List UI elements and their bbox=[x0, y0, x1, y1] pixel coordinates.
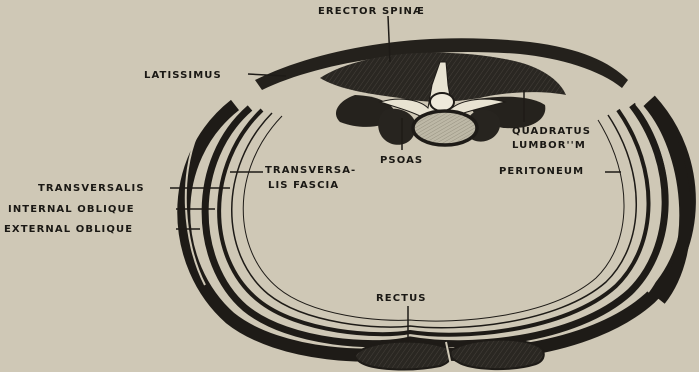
quadratus-label-line1: QUADRATUS bbox=[512, 126, 591, 137]
rectus-muscle-right bbox=[450, 340, 543, 369]
rectus-label: RECTUS bbox=[376, 293, 427, 304]
peritoneum-label: PERITONEUM bbox=[499, 166, 584, 177]
quadratus-label-line2: LUMBOR''M bbox=[512, 140, 586, 151]
psoas-label: PSOAS bbox=[380, 155, 423, 166]
vertebral-body bbox=[413, 111, 477, 145]
external-oblique-label: EXTERNAL OBLIQUE bbox=[4, 224, 133, 235]
rectus-muscle-left bbox=[355, 342, 452, 370]
latissimus-label: LATISSIMUS bbox=[144, 70, 222, 81]
transversalis-fascia-label-line1: TRANSVERSA- bbox=[265, 165, 356, 176]
vertebral-canal bbox=[430, 93, 454, 111]
erector-spinae-label: ERECTOR SPINÆ bbox=[318, 6, 425, 17]
transversalis-fascia-label-line2: LIS FASCIA bbox=[268, 180, 339, 191]
internal-oblique-label: INTERNAL OBLIQUE bbox=[8, 204, 135, 215]
transversalis-label: TRANSVERSALIS bbox=[38, 183, 145, 194]
psoas-muscle-left bbox=[378, 109, 415, 145]
